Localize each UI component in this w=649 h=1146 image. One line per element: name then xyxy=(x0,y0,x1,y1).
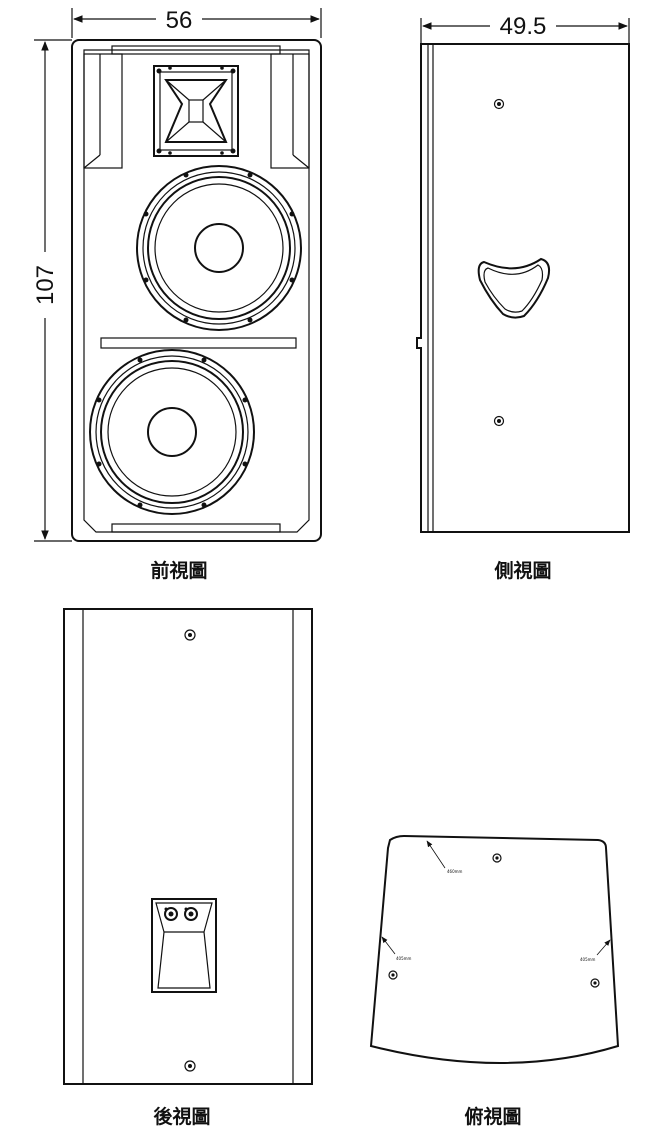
top-edge-label: 460mm xyxy=(447,869,463,874)
side-depth-label: 49.5 xyxy=(500,13,547,40)
right-edge-label: 405mm xyxy=(580,957,596,962)
top-port-slot xyxy=(111,45,281,55)
side-view-caption: 側視圖 xyxy=(493,559,551,582)
front-width-dimension: 56 xyxy=(71,7,322,38)
rear-view: 後視圖 xyxy=(63,608,313,1128)
side-upper-mount-icon xyxy=(493,98,505,110)
top-right-mount-icon xyxy=(590,978,600,988)
rear-cabinet-outline xyxy=(63,608,313,1085)
top-mount-icon xyxy=(492,853,502,863)
left-edge-label: 405mm xyxy=(396,956,412,961)
horn-right-flare xyxy=(270,53,310,169)
top-edge-annotation: 460mm xyxy=(426,840,463,874)
rear-view-caption: 後視圖 xyxy=(153,1105,210,1128)
rear-upper-mount-icon xyxy=(184,629,196,641)
front-baffle xyxy=(83,49,310,533)
bottom-port-slot xyxy=(111,523,281,533)
top-cabinet-outline xyxy=(369,834,620,1064)
speakon-input-icon xyxy=(164,907,178,921)
speakon-output-icon xyxy=(184,907,198,921)
side-view: 49.5 側視圖 xyxy=(416,13,630,582)
front-view-caption: 前視圖 xyxy=(150,559,207,582)
top-view-caption: 俯視圖 xyxy=(464,1105,521,1128)
middle-port-slot xyxy=(100,337,297,349)
rear-connector-panel xyxy=(151,898,217,993)
top-left-mount-icon xyxy=(388,970,398,980)
height-label: 107 xyxy=(32,265,59,305)
upper-woofer xyxy=(136,165,302,331)
side-lower-mount-icon xyxy=(493,415,505,427)
horn-left-flare xyxy=(83,53,123,169)
top-view: 460mm 405mm 405mm 俯視圖 xyxy=(369,834,620,1128)
side-cabinet-outline xyxy=(416,43,630,533)
side-handle xyxy=(477,257,551,319)
height-dimension: 107 xyxy=(32,39,72,542)
front-width-label: 56 xyxy=(166,7,193,34)
lower-woofer xyxy=(89,349,255,515)
front-view: 56 107 xyxy=(32,7,322,582)
front-cabinet-outline xyxy=(71,39,322,542)
left-edge-annotation: 405mm xyxy=(381,936,412,961)
side-depth-dimension: 49.5 xyxy=(420,13,630,46)
tweeter-horn xyxy=(153,65,239,157)
right-edge-annotation: 405mm xyxy=(580,939,611,962)
rear-lower-mount-icon xyxy=(184,1060,196,1072)
